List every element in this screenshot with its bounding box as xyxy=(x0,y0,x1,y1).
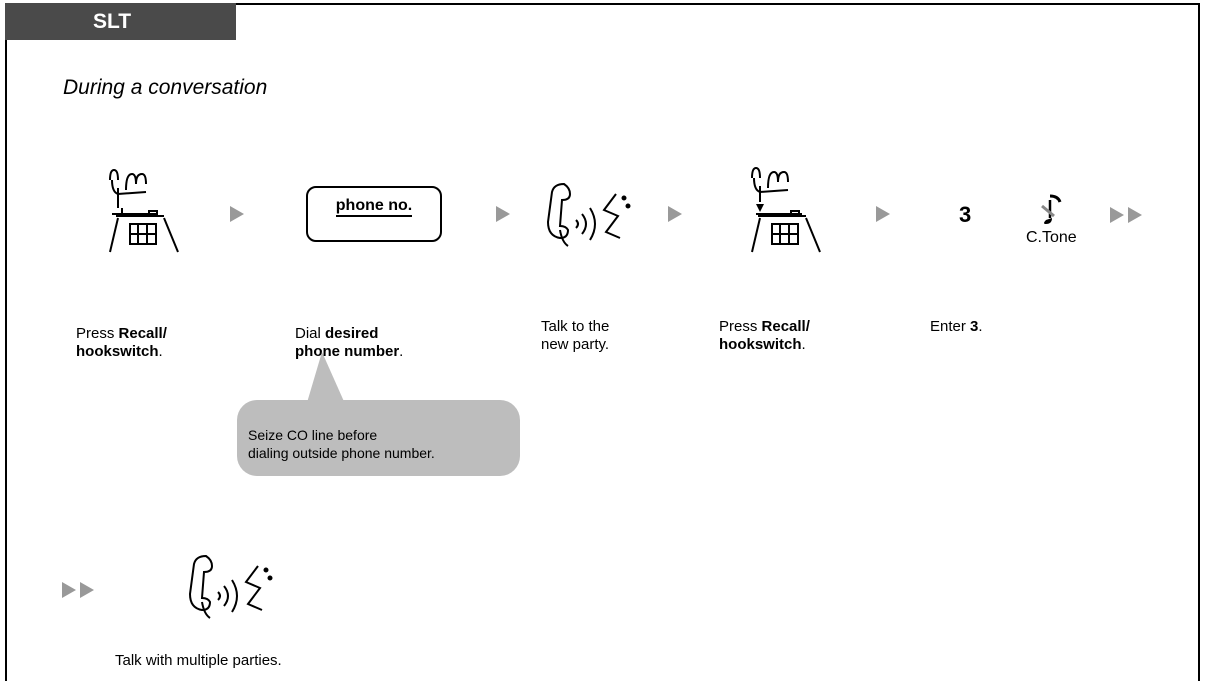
dial-3-value: 3 xyxy=(959,202,972,227)
arrow-icon xyxy=(876,206,890,222)
note-text: Seize CO line before dialing outside pho… xyxy=(248,427,435,461)
subtitle: During a conversation xyxy=(63,76,268,99)
desired-box-line2: phone no. xyxy=(335,196,413,217)
final-step-desc: Talk with multiple parties. xyxy=(115,652,282,669)
talk-handset-icon xyxy=(188,554,273,619)
step5-desc-suffix: . xyxy=(978,318,983,335)
arrow-icon xyxy=(230,206,244,222)
procedure-frame xyxy=(5,3,1200,681)
c-tone-label: C.Tone xyxy=(1026,229,1077,246)
talk-handset-icon xyxy=(546,182,631,247)
double-arrow-icon xyxy=(1110,207,1142,223)
arrow-icon xyxy=(496,206,510,222)
note-bubble xyxy=(237,400,520,476)
step1-desc: Press Recall/hookswitch. xyxy=(76,325,167,361)
step4-desc-bold: Recall/hookswitch xyxy=(719,318,810,353)
recall-hookswitch-icon xyxy=(751,166,821,253)
step5-desc-bold: 3 xyxy=(970,318,979,335)
step1-desc-suffix: . xyxy=(158,343,163,360)
step4-desc-prefix: Press xyxy=(719,318,762,335)
recall-hookswitch-icon xyxy=(109,168,179,253)
note-bubble-tail xyxy=(306,352,346,406)
confirmation-tone-icon xyxy=(1041,194,1062,224)
double-arrow-icon xyxy=(62,582,94,598)
step1-desc-bold: Recall/hookswitch xyxy=(76,325,167,360)
step5-desc-prefix: Enter xyxy=(930,318,971,335)
step2-desc-prefix: Dial xyxy=(295,325,326,342)
step4-desc: Press Recall/hookswitch. xyxy=(719,318,810,354)
step2-desc-suffix: . xyxy=(399,343,404,360)
arrow-icon xyxy=(668,206,682,222)
step4-desc-suffix: . xyxy=(801,336,806,353)
header-tab: SLT xyxy=(5,3,236,40)
step1-desc-prefix: Press xyxy=(76,325,119,342)
desired-phone-no-button: phone no. xyxy=(306,186,442,242)
step3-desc: Talk to the new party. xyxy=(541,318,610,353)
step5-desc: Enter 3. xyxy=(930,318,983,336)
